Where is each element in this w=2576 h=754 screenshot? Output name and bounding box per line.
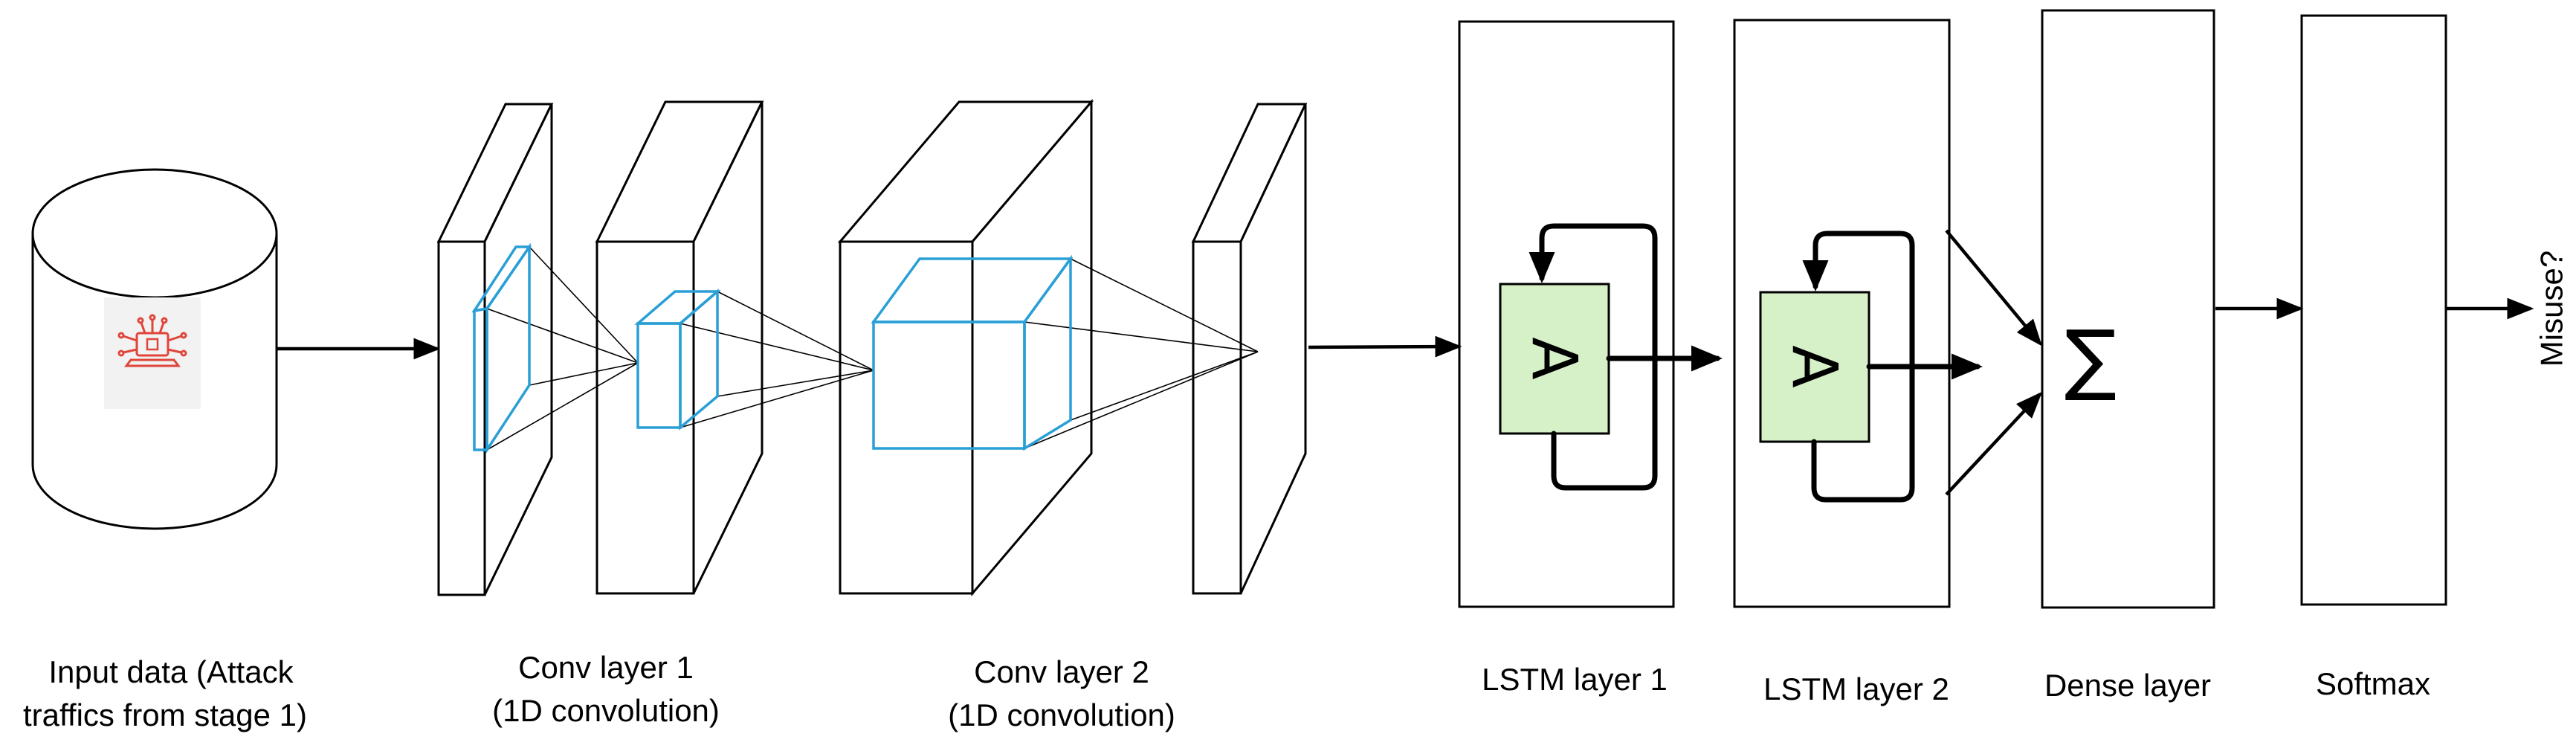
- summation-symbol: ∑: [2065, 313, 2117, 404]
- dense-label: Dense layer: [2044, 668, 2211, 703]
- dense-input-arrow-lower: [1945, 391, 2043, 496]
- lstm-layer-1-box: A: [1458, 20, 1723, 608]
- flattened-feature-map: [1191, 103, 1308, 595]
- lstm-layer-2-box: A: [1733, 19, 1983, 608]
- conv2-label-line1: Conv layer 2: [974, 654, 1149, 689]
- input-label-line2: traffics from stage 1): [23, 697, 307, 732]
- lstm2-label: LSTM layer 2: [1763, 671, 1949, 706]
- conv-layer-2-block: [837, 98, 1094, 597]
- conv1-label-line1: Conv layer 1: [518, 650, 694, 685]
- lstm-2-cell-letter: A: [1778, 345, 1851, 387]
- input-feature-map: [436, 103, 554, 596]
- softmax-label: Softmax: [2316, 666, 2430, 701]
- kernel-box-input: [471, 242, 532, 454]
- input-database-cylinder: [31, 168, 278, 530]
- dense-layer-box: ∑: [2041, 9, 2215, 609]
- kernel-box-conv2: [871, 254, 1074, 451]
- input-label-line1: Input data (Attack: [48, 654, 294, 689]
- receptive-field-lines: [486, 246, 1259, 451]
- conv-layer-1-block: [595, 100, 764, 595]
- output-label: Misuse?: [2534, 251, 2569, 367]
- conv1-label-line2: (1D convolution): [492, 693, 720, 728]
- lstm-1-cell-letter: A: [1518, 337, 1591, 379]
- laptop-chip-icon: [104, 297, 201, 409]
- softmax-box: [2300, 14, 2447, 606]
- kernel-box-conv1: [634, 289, 721, 431]
- dense-input-arrow-upper: [1945, 229, 2042, 347]
- conv2-label-line2: (1D convolution): [948, 697, 1175, 732]
- lstm1-label: LSTM layer 1: [1482, 662, 1668, 697]
